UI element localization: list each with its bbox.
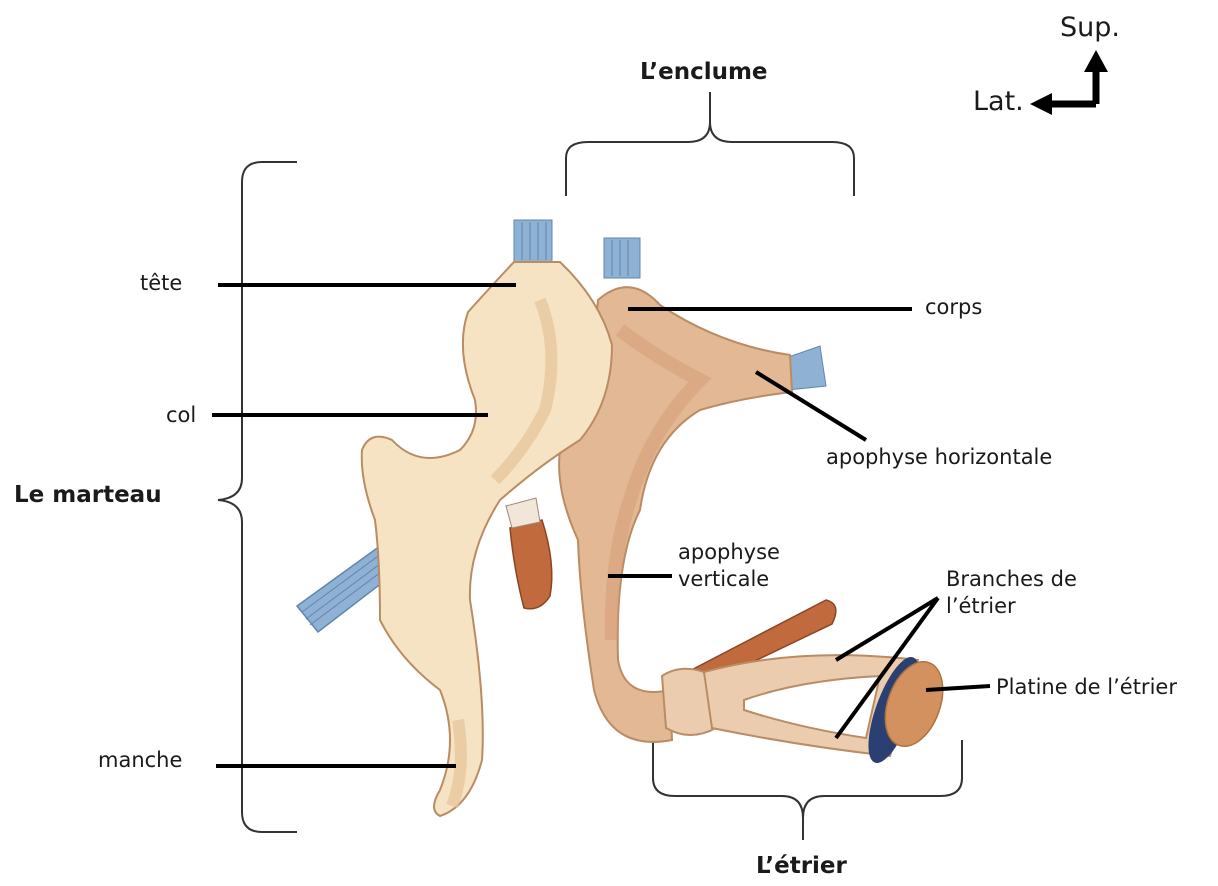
tensor-tympani-tendon [506,498,540,528]
stapes-branches-label: Branches de l’étrier [946,566,1077,621]
lateral-arrowhead [1030,93,1052,115]
neck-label: col [166,402,196,429]
stapes-title: L’étrier [756,852,847,882]
branches-leader-upper [836,598,938,660]
superior-direction-label: Sup. [1060,10,1120,45]
malleus [362,262,612,816]
stapes-footplate-label: Platine de l’étrier [996,674,1177,701]
superior-arrowhead [1084,50,1108,72]
tensor-tympani-muscle [510,520,552,609]
orientation-arrows [1048,70,1096,104]
lateral-direction-label: Lat. [973,84,1024,119]
incus-brace [566,92,854,196]
stapes-brace [653,740,962,840]
horizontal-process-label: apophyse horizontale [826,444,1052,471]
malleus-brace [218,162,297,832]
body-label: corps [925,294,982,321]
malleus-title: Le marteau [14,481,162,511]
vertical-process-label: apophyse verticale [678,539,780,594]
incus-title: L’enclume [640,58,768,88]
incus-superior-ligament [604,238,640,278]
head-label: tête [140,270,182,297]
handle-label: manche [98,747,182,774]
